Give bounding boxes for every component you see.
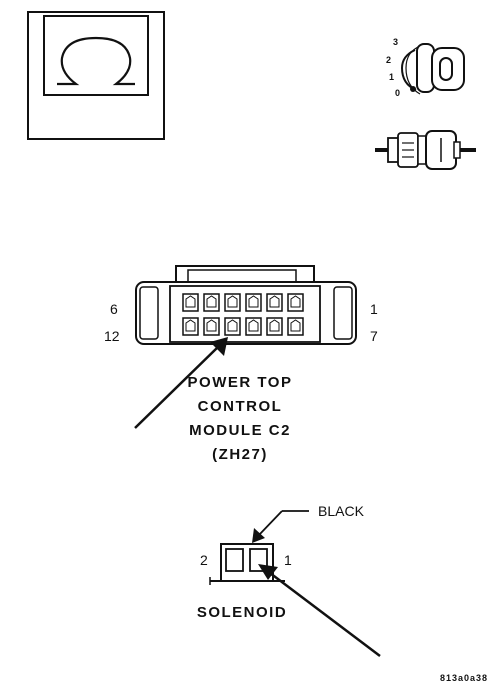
probe-arrow-connector [134, 337, 228, 429]
solenoid-pin-label-1: 1 [284, 552, 292, 568]
ignition-position-2: 2 [386, 55, 392, 65]
fuse-icon [375, 130, 476, 170]
connector-pin-label-6: 6 [110, 301, 118, 317]
connector-pin-row-bottom [182, 317, 304, 336]
connector-label-line-3: MODULE C2 [189, 422, 291, 439]
connector-bottom-cavity [245, 317, 262, 336]
connector-bottom-cavity [203, 317, 220, 336]
connector-label-line-2: CONTROL [198, 398, 283, 415]
connector-bottom-cavity [224, 317, 241, 336]
connector-bottom-cavity [182, 317, 199, 336]
connector-top-cavity [266, 293, 283, 312]
ignition-position-1: 1 [389, 72, 395, 82]
ignition-position-3: 3 [393, 37, 399, 47]
connector-label-line-1: POWER TOP [188, 374, 293, 391]
connector-pin-row-top [182, 293, 304, 312]
solenoid-connector [209, 543, 285, 585]
ohmmeter-icon: Ω [27, 11, 165, 140]
connector-c2 [135, 265, 357, 345]
connector-bottom-cavity [266, 317, 283, 336]
connector-top-cavity [203, 293, 220, 312]
connector-top-cavity [245, 293, 262, 312]
ignition-switch-icon: 3 2 1 0 [386, 37, 465, 98]
connector-top-cavity [287, 293, 304, 312]
black-wire-callout [252, 510, 309, 543]
solenoid-pin-label-2: 2 [200, 552, 208, 568]
solenoid-label: SOLENOID [197, 604, 287, 621]
black-wire-label: BLACK [318, 503, 365, 519]
connector-pin-label-1: 1 [370, 301, 378, 317]
ignition-position-0: 0 [395, 88, 401, 98]
figure-id: 813a0a38 [440, 673, 488, 683]
connector-top-cavity [182, 293, 199, 312]
connector-pin-label-7: 7 [370, 328, 378, 344]
connector-label-line-4: (ZH27) [212, 446, 268, 463]
connector-top-cavity [224, 293, 241, 312]
connector-label: POWER TOP CONTROL MODULE C2 (ZH27) [188, 374, 293, 463]
connector-bottom-cavity [287, 317, 304, 336]
probe-arrow-solenoid [258, 564, 381, 657]
connector-pin-label-12: 12 [104, 328, 120, 344]
